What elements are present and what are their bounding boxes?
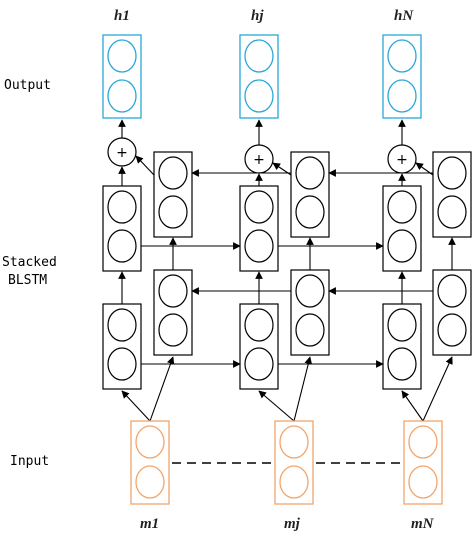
blstm-row-label: BLSTM — [8, 273, 47, 288]
output-label-h1: h1 — [114, 8, 130, 24]
input-unit-1 — [130, 420, 170, 505]
recurrent-connections — [141, 169, 433, 368]
layer1-forward-cell-1 — [102, 303, 142, 390]
output-unit-1 — [102, 34, 142, 119]
sum-symbol-1: + — [116, 145, 128, 161]
layer2-backward-cell-n — [432, 151, 472, 238]
layer1-backward-cell-n — [432, 269, 472, 356]
layer2-forward-cell-j — [239, 185, 279, 272]
input-label-mn: mN — [411, 516, 435, 532]
layer2-backward-cell-1 — [153, 151, 193, 238]
input-row-label: Input — [10, 454, 49, 469]
sum-symbol-j: + — [253, 152, 265, 168]
output-label-hj: hj — [251, 8, 264, 24]
output-unit-j — [239, 34, 279, 119]
layer2-forward-cell-1 — [102, 185, 142, 272]
layer-connections — [118, 155, 456, 304]
output-label-hn: hN — [394, 8, 414, 24]
layer1-backward-cell-1 — [153, 269, 193, 356]
layer1-forward-cell-j — [239, 303, 279, 390]
input-unit-j — [274, 420, 314, 505]
input-unit-n — [403, 420, 443, 505]
output-row-label: Output — [4, 78, 51, 93]
stacked-row-label: Stacked — [2, 255, 57, 270]
output-unit-n — [382, 34, 422, 119]
layer2-backward-cell-j — [290, 151, 330, 238]
input-connections — [121, 356, 453, 422]
sum-node-1 — [107, 137, 137, 167]
sum-symbol-n: + — [396, 152, 408, 168]
input-label-mj: mj — [284, 516, 301, 532]
layer2-forward-cell-n — [382, 185, 422, 272]
layer1-forward-cell-n — [382, 303, 422, 390]
input-label-m1: m1 — [140, 516, 159, 532]
layer1-backward-cell-j — [290, 269, 330, 356]
